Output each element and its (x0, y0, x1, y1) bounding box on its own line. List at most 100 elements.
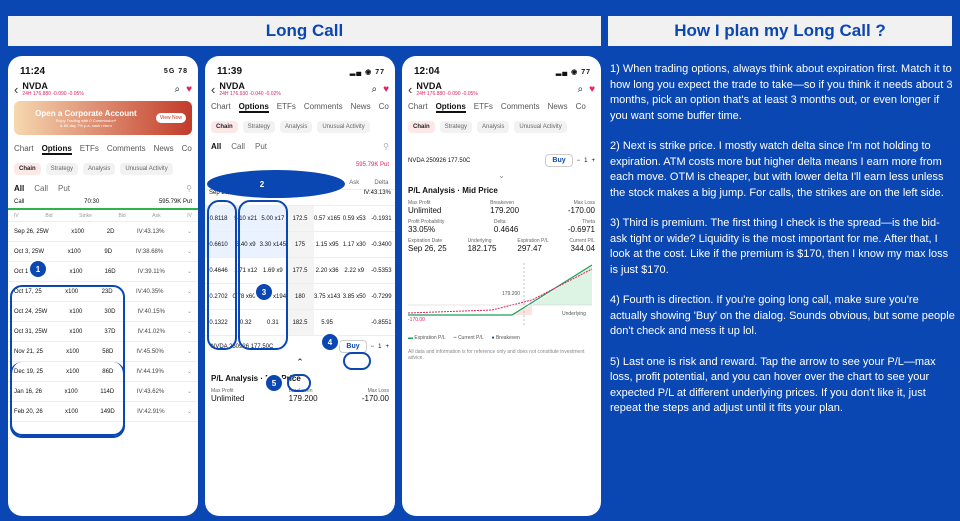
chain-cell[interactable]: 0.1322 (205, 310, 233, 336)
chain-cell[interactable]: 3.85 x50 (340, 284, 368, 310)
pl-title[interactable]: P/L Analysis · Mid Price (408, 186, 498, 195)
subtab-analysis[interactable]: Analysis (83, 163, 116, 175)
chain-cell[interactable]: -0.3400 (367, 232, 395, 258)
qty-minus[interactable]: − (576, 157, 581, 164)
tab-co[interactable]: Co (378, 102, 389, 111)
heart-icon[interactable]: ♥ (383, 83, 389, 95)
chevron-down-icon[interactable]: ⌄ (186, 309, 192, 315)
filter-call[interactable]: Call (34, 184, 49, 193)
chevron-down-icon[interactable]: ⌄ (186, 349, 192, 355)
tab-comments[interactable]: Comments (106, 144, 146, 153)
chain-cell[interactable] (340, 310, 368, 336)
tab-options[interactable]: Options (41, 144, 72, 155)
tab-chart[interactable]: Chart (14, 144, 34, 153)
chain-cell[interactable]: 1.15 x95 (313, 232, 341, 258)
subtab-chain[interactable]: Chain (211, 121, 238, 133)
tab-etfs[interactable]: ETFs (473, 102, 493, 111)
chevron-down-icon[interactable]: ⌄ (186, 389, 192, 395)
heart-icon[interactable]: ♥ (186, 83, 192, 95)
chevron-down-icon[interactable]: ⌄ (186, 269, 192, 275)
chain-cell[interactable]: 0.57 x165 (313, 206, 341, 232)
subtab-unusual[interactable]: Unusual Activity (120, 163, 173, 175)
chain-cell[interactable]: -0.7299 (367, 284, 395, 310)
chain-cell[interactable]: 1.69 x9 (259, 258, 287, 284)
tab-comments[interactable]: Comments (303, 102, 343, 111)
subtab-strategy[interactable]: Strategy (439, 121, 473, 133)
tab-news[interactable]: News (350, 102, 371, 111)
chain-cell[interactable]: 0.4646 (205, 258, 233, 284)
chain-cell[interactable]: 0.6610 (205, 232, 233, 258)
filter-put[interactable]: Put (255, 142, 268, 151)
tab-options[interactable]: Options (238, 102, 269, 113)
subtab-analysis[interactable]: Analysis (280, 121, 313, 133)
subtab-strategy[interactable]: Strategy (45, 163, 79, 175)
collapse-arrow-icon[interactable]: ⌄ (498, 171, 505, 180)
filter-icon[interactable]: ⚲ (383, 142, 389, 151)
view-now-button[interactable]: View Now (155, 113, 186, 123)
filter-icon[interactable]: ⚲ (186, 184, 192, 193)
chain-cell[interactable]: 3.30 x145 (259, 232, 287, 258)
chevron-down-icon[interactable]: ⌄ (186, 329, 192, 335)
search-icon[interactable]: ⌕ (577, 83, 584, 95)
chain-cell[interactable]: 2.20 x36 (313, 258, 341, 284)
chevron-down-icon[interactable]: ⌄ (186, 369, 192, 375)
qty-value[interactable]: 1 (378, 343, 382, 350)
chevron-down-icon[interactable]: ⌄ (186, 229, 192, 235)
tab-options[interactable]: Options (435, 102, 466, 113)
chain-cell[interactable]: 2.22 x9 (340, 258, 368, 284)
subtab-analysis[interactable]: Analysis (477, 121, 510, 133)
back-icon[interactable]: ‹ (14, 81, 19, 97)
chain-cell[interactable]: 0.59 x53 (340, 206, 368, 232)
chain-cell[interactable]: 0.31 (259, 310, 287, 336)
qty-minus[interactable]: − (370, 343, 375, 350)
tab-etfs[interactable]: ETFs (79, 144, 99, 153)
chevron-down-icon[interactable]: ⌄ (186, 409, 192, 415)
subtab-unusual[interactable]: Unusual Activity (514, 121, 567, 133)
chain-cell[interactable]: -0.1931 (367, 206, 395, 232)
chain-cell[interactable]: 0.78 x605 (232, 284, 260, 310)
tab-comments[interactable]: Comments (500, 102, 540, 111)
filter-call[interactable]: Call (231, 142, 246, 151)
chevron-down-icon[interactable]: ⌄ (186, 289, 192, 295)
tab-chart[interactable]: Chart (408, 102, 428, 111)
filter-put[interactable]: Put (58, 184, 71, 193)
search-icon[interactable]: ⌕ (371, 83, 378, 95)
search-icon[interactable]: ⌕ (174, 83, 181, 95)
tab-news[interactable]: News (547, 102, 568, 111)
buy-toggle[interactable]: Buy (545, 154, 573, 167)
chain-cell[interactable]: -0.8551 (367, 310, 395, 336)
expand-arrow-icon[interactable]: ⌃ (296, 357, 304, 367)
filter-all[interactable]: All (211, 142, 222, 151)
back-icon[interactable]: ‹ (211, 81, 216, 97)
chain-cell[interactable]: 1.71 x12 (232, 258, 260, 284)
heart-icon[interactable]: ♥ (589, 83, 595, 95)
subtab-strategy[interactable]: Strategy (242, 121, 276, 133)
tab-co[interactable]: Co (575, 102, 586, 111)
back-icon[interactable]: ‹ (408, 81, 413, 97)
tab-chart[interactable]: Chart (211, 102, 231, 111)
pl-chart[interactable]: -170.00 179.200 Underlying (402, 255, 601, 333)
tab-co[interactable]: Co (181, 144, 192, 153)
qty-plus[interactable]: + (385, 343, 389, 350)
subtab-chain[interactable]: Chain (14, 163, 41, 175)
pl-title[interactable]: P/L Analysis · Mid Price (211, 374, 301, 383)
chain-cell[interactable]: 0.32 (232, 310, 260, 336)
chain-cell[interactable]: 0.2702 (205, 284, 233, 310)
tab-news[interactable]: News (153, 144, 174, 153)
tab-etfs[interactable]: ETFs (276, 102, 296, 111)
chevron-down-icon[interactable]: ⌄ (186, 249, 192, 255)
chain-cell[interactable]: -0.5353 (367, 258, 395, 284)
chain-cell[interactable]: 3.75 x143 (313, 284, 341, 310)
chain-cell[interactable]: 1.17 x30 (340, 232, 368, 258)
filter-all[interactable]: All (14, 184, 25, 193)
